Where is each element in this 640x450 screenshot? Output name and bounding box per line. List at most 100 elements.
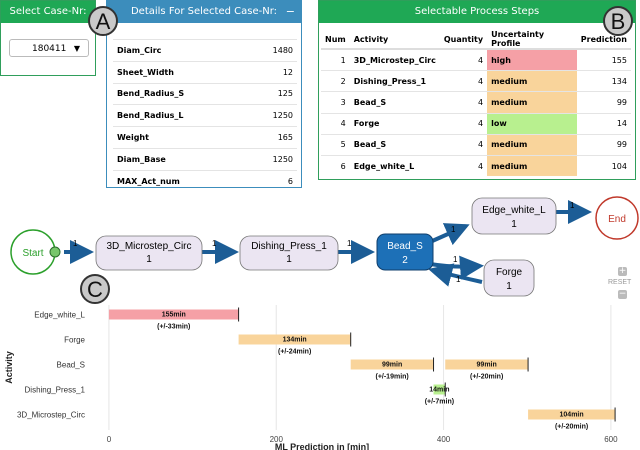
detail-name: Diam_Base [113,147,247,171]
bar-uncertainty-label: (+/-7min) [425,399,454,406]
detail-value: 6 [246,169,297,192]
zoom-out-button[interactable]: − [618,289,627,299]
bar-uncertainty-label: (+/-33min) [157,324,190,331]
case-number-select[interactable]: 180411 ▼ [9,39,89,57]
node-start-label: Start [22,248,43,259]
node-n3-count: 2 [402,255,408,266]
step-uncertainty: medium [487,91,577,114]
column-header[interactable]: Uncertainty Profile [487,30,577,50]
step-num: 1 [321,48,350,71]
step-num: 2 [321,70,350,92]
step-quantity: 4 [439,70,488,92]
column-header[interactable]: Num [321,30,350,50]
bar-uncertainty-label: (+/-20min) [470,374,503,381]
step-quantity: 4 [439,133,488,156]
node-dishing-press-1[interactable]: Dishing_Press_1 1 [239,235,339,271]
edge-label-4: 1 [451,225,456,234]
node-forge[interactable]: Forge 1 [483,259,535,297]
step-prediction: 104 [576,154,631,177]
step-activity: Forge [349,112,440,135]
edge-n5-n3 [428,263,483,287]
column-header[interactable]: Quantity [439,30,488,50]
details-title: Details For Selected Case-Nr: − [107,1,301,23]
bar-value-label: 104min [560,412,584,419]
badge-a: A [88,6,118,36]
process-steps-title: Selectable Process Steps [319,1,635,23]
column-header[interactable]: Activity [349,30,440,50]
case-select-panel: Select Case-Nr: 180411 ▼ [0,0,96,76]
zoom-in-button[interactable]: + [618,266,627,276]
node-start[interactable]: Start [10,229,61,275]
gantt-bar [238,334,351,345]
step-activity: Bead_S [349,91,440,114]
edge-label-3: 1 [347,239,352,248]
step-uncertainty: medium [487,133,577,156]
gantt-bar [445,359,529,370]
reset-button[interactable]: RESET [608,279,632,286]
gantt-bar [528,409,616,420]
bar-uncertainty-label: (+/-24min) [278,349,311,356]
node-end-label: End [608,214,626,225]
detail-value: 1480 [246,39,297,62]
edge-label-6: 1 [456,275,461,284]
detail-name: Weight [113,126,247,149]
detail-name: Sheet_Width [113,60,247,84]
x-axis-title: ML Prediction in [min] [275,442,369,450]
y-tick-label: Edge_white_L [34,311,85,320]
node-end[interactable]: End [595,196,639,240]
edge-label-5: 1 [453,255,458,264]
step-num: 4 [321,112,350,135]
node-bead-s[interactable]: Bead_S 2 [376,233,434,271]
node-n3-name: Bead_S [387,241,423,252]
bar-value-label: 155min [162,312,186,319]
caret-down-icon: ▼ [73,44,80,53]
case-number-value: 180411 [32,44,67,54]
step-prediction: 155 [576,48,631,71]
step-activity: 3D_Microstep_Circ [349,48,440,71]
collapse-icon[interactable]: − [285,5,295,18]
bar-uncertainty-label: (+/-19min) [375,374,408,381]
bar-value-label: 99min [382,362,402,369]
gantt-bar [350,359,434,370]
step-uncertainty: medium [487,154,577,177]
bar-uncertainty-label: (+/-20min) [555,424,588,431]
detail-name: Bend_Radius_S [113,82,247,105]
node-edge-white-l[interactable]: Edge_white_L 1 [471,197,557,235]
node-n1-count: 1 [146,254,152,265]
y-tick-label: 3D_Microstep_Circ [17,411,85,420]
edge-n3-n5 [429,255,484,280]
y-tick-label: Dishing_Press_1 [25,386,86,395]
detail-value: 12 [246,60,297,84]
x-tick-label: 400 [437,435,451,444]
step-prediction: 134 [576,70,631,92]
step-prediction: 99 [576,133,631,156]
step-num: 3 [321,91,350,114]
detail-name: Bend_Radius_L [113,104,247,127]
detail-name: Diam_Circ [113,39,247,62]
detail-value: 125 [246,82,297,105]
node-3d-microstep-circ[interactable]: 3D_Microstep_Circ 1 [95,235,203,271]
gantt-bar [108,309,239,320]
step-uncertainty: high [487,48,577,71]
step-activity: Bead_S [349,133,440,156]
details-title-text: Details For Selected Case-Nr: [130,6,278,17]
edge-label-2: 1 [212,239,217,248]
detail-value: 165 [246,126,297,149]
process-graph: 1 1 1 1 1 1 1 Start 3D_Microstep_Circ 1 … [10,196,639,297]
node-n2-name: Dishing_Press_1 [251,241,327,252]
